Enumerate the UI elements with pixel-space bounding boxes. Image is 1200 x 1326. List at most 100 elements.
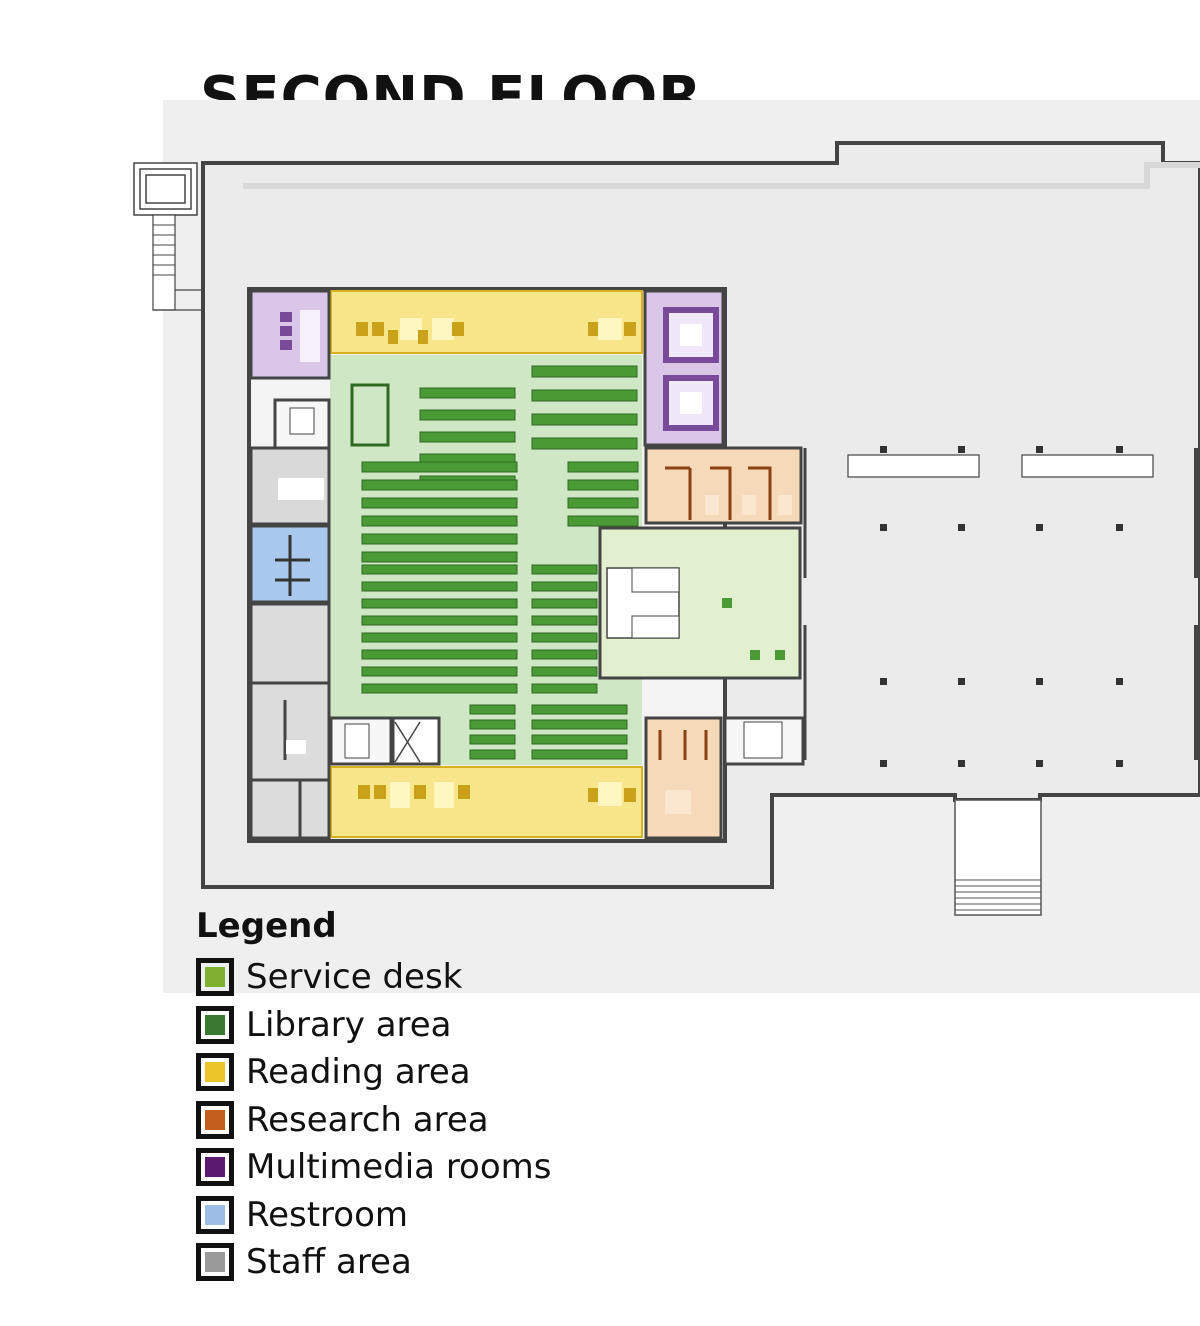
bookshelf: [361, 564, 518, 575]
column: [880, 446, 887, 453]
bookshelf: [361, 515, 518, 527]
bookshelf: [361, 533, 518, 545]
legend-item-reading-area: Reading area: [196, 1048, 552, 1096]
east-wall-segments: [803, 448, 1198, 760]
bookshelf: [419, 431, 516, 443]
bookshelf: [361, 581, 518, 592]
bookshelf: [567, 497, 639, 509]
legend-swatch: [196, 1148, 234, 1187]
bookshelf: [361, 683, 518, 694]
legend-items: Service desk Library area Reading area R…: [196, 953, 552, 1286]
bookshelf: [361, 551, 518, 563]
open-hall-benches: [847, 454, 1154, 478]
stair-core-lower-right: [723, 716, 805, 766]
column: [1036, 446, 1043, 453]
legend-swatch: [196, 958, 234, 997]
restroom: [249, 524, 331, 604]
column: [1116, 446, 1123, 453]
legend-swatch: [196, 1243, 234, 1282]
bookshelf: [531, 615, 598, 626]
legend-item-restroom: Restroom: [196, 1191, 552, 1239]
legend-label: Service desk: [246, 957, 463, 998]
bookshelf: [361, 461, 518, 473]
inner-wall-shadow: [243, 162, 1200, 189]
exterior-stair-tower: [133, 162, 204, 311]
bookshelf: [531, 437, 638, 450]
legend-swatch: [196, 1100, 234, 1139]
column: [1036, 524, 1043, 531]
bookshelf: [361, 615, 518, 626]
bookshelf: [531, 564, 598, 575]
bookshelf: [469, 749, 516, 760]
bookshelf: [531, 666, 598, 677]
service-desk-area: [598, 526, 802, 680]
reading-area-top: [330, 290, 643, 354]
library-bookshelves: [350, 365, 639, 760]
legend-label: Reading area: [246, 1052, 471, 1093]
bookshelf: [567, 461, 639, 473]
column: [958, 760, 965, 767]
column: [958, 678, 965, 685]
staff-area-lower: [249, 602, 331, 840]
bookshelf: [361, 632, 518, 643]
legend-label: Research area: [246, 1099, 489, 1140]
open-hall-columns: [880, 446, 1123, 767]
bookshelf: [531, 365, 638, 378]
bookshelf: [531, 389, 638, 402]
bookshelf: [567, 515, 639, 527]
legend-item-service-desk: Service desk: [196, 953, 552, 1001]
bookshelf: [531, 413, 638, 426]
bookshelf: [567, 479, 639, 491]
bookshelf: [361, 649, 518, 660]
bookshelf: [531, 649, 598, 660]
bookshelf: [531, 719, 628, 730]
column: [1116, 524, 1123, 531]
bookshelf: [531, 683, 598, 694]
multimedia-room-left: [249, 289, 331, 380]
bookshelf: [531, 598, 598, 609]
legend-label: Library area: [246, 1004, 452, 1045]
stair-core-upper-left: [273, 398, 331, 450]
column: [1036, 760, 1043, 767]
entrance-stairs: [954, 799, 1042, 916]
legend-label: Staff area: [246, 1242, 412, 1283]
column: [1116, 678, 1123, 685]
staff-area-upper: [249, 446, 331, 526]
legend-swatch: [196, 1195, 234, 1234]
bookshelf: [361, 497, 518, 509]
legend-item-staff-area: Staff area: [196, 1238, 552, 1286]
legend-item-multimedia-rooms: Multimedia rooms: [196, 1143, 552, 1191]
bookshelf: [361, 598, 518, 609]
column: [880, 760, 887, 767]
bookshelf: [361, 479, 518, 491]
legend-title: Legend: [196, 906, 337, 946]
bookshelf: [531, 704, 628, 715]
research-area-offices-top: [644, 446, 803, 525]
bookshelf: [531, 632, 598, 643]
research-area-offices-bottom: [644, 716, 723, 840]
bookshelf: [531, 734, 628, 745]
bookshelf: [469, 734, 516, 745]
column: [1116, 760, 1123, 767]
bookshelf: [419, 409, 516, 421]
bookshelf: [361, 666, 518, 677]
legend-label: Multimedia rooms: [246, 1147, 552, 1188]
legend-label: Restroom: [246, 1194, 409, 1235]
reading-area-bottom: [330, 766, 643, 838]
bookshelf: [531, 581, 598, 592]
legend-item-library-area: Library area: [196, 1001, 552, 1049]
column: [958, 446, 965, 453]
column: [880, 524, 887, 531]
bookshelf: [469, 704, 516, 715]
legend-swatch: [196, 1053, 234, 1092]
column: [958, 524, 965, 531]
bookshelf: [531, 749, 628, 760]
multimedia-room-right: [643, 289, 725, 447]
column: [1036, 678, 1043, 685]
library-counter: [350, 383, 390, 447]
stair-core-lower-left: [329, 716, 441, 766]
map-legend: Legend Service desk Library area Reading…: [196, 906, 552, 1286]
legend-item-research-area: Research area: [196, 1096, 552, 1144]
bookshelf: [419, 387, 516, 399]
